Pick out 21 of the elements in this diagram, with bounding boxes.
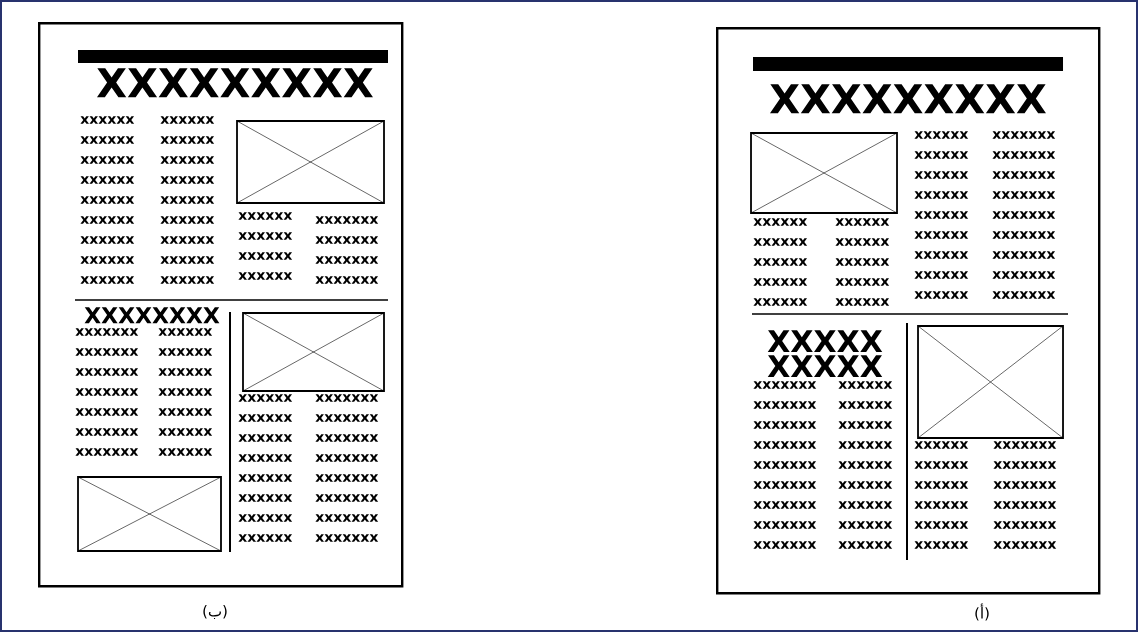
text-column: xxxxxx xxxxxx xxxxxx xxxxxx xxxxxx xxxxxx xxxxxx xxxxxx	[238, 394, 293, 542]
text-column: xxxxxx xxxxxx xxxxxx xxxxxx	[238, 212, 293, 280]
text-column: xxxxxx xxxxxx xxxxxx xxxxxx xxxxxx xxxxxx xxxxxx xxxxxx xxxxxx	[914, 131, 969, 299]
text-column: xxxxxx xxxxxx xxxxxx xxxxxx xxxxxx xxxxxx xxxxxx xxxxxx xxxxxx	[838, 381, 893, 549]
text-column: xxxxxxx xxxxxxx xxxxxxx xxxxxxx xxxxxxx xxxxxxx xxxxxxx xxxxxxx xxxxxxx	[753, 381, 817, 549]
text-column: xxxxxx xxxxxx xxxxxx xxxxxx xxxxxx xxxxxx	[914, 441, 969, 549]
text-column: xxxxxx xxxxxx xxxxxx xxxxxx xxxxxx	[753, 218, 808, 306]
text-column: xxxxxx xxxxxx xxxxxx xxxxxx xxxxxx xxxxxx xxxxxx xxxxxx xxxxxx	[80, 116, 135, 284]
text-column: xxxxxxx xxxxxxx xxxxxxx xxxxxxx xxxxxxx xxxxxxx xxxxxxx xxxxxxx	[315, 394, 379, 542]
text-column: xxxxxxx xxxxxxx xxxxxxx xxxxxxx xxxxxxx xxxxxxx xxxxxxx xxxxxxx xxxxxxx	[992, 131, 1056, 299]
headline: XXXXXXXXX	[770, 84, 1046, 114]
text-column: xxxxxx xxxxxx xxxxxx xxxxxx xxxxxx xxxxxx xxxxxx xxxxxx xxxxxx	[160, 116, 215, 284]
text-column: xxxxxxx xxxxxxx xxxxxxx xxxxxxx	[315, 216, 379, 284]
text-column: xxxxxx xxxxxx xxxxxx xxxxxx xxxxxx xxxxxx xxxxxx	[158, 328, 213, 456]
headline: XXXXX XXXXX	[767, 330, 883, 378]
text-column: xxxxxxx xxxxxxx xxxxxxx xxxxxxx xxxxxxx xxxxxxx	[993, 441, 1057, 549]
text-column: xxxxxxx xxxxxxx xxxxxxx xxxxxxx xxxxxxx xxxxxxx xxxxxxx	[75, 328, 139, 456]
panel-label: (ب)	[203, 605, 227, 619]
text-column: xxxxxx xxxxxx xxxxxx xxxxxx xxxxxx	[835, 218, 890, 306]
headline: XXXXXXXXX	[97, 68, 373, 98]
headline: XXXXXXXX	[84, 307, 220, 324]
